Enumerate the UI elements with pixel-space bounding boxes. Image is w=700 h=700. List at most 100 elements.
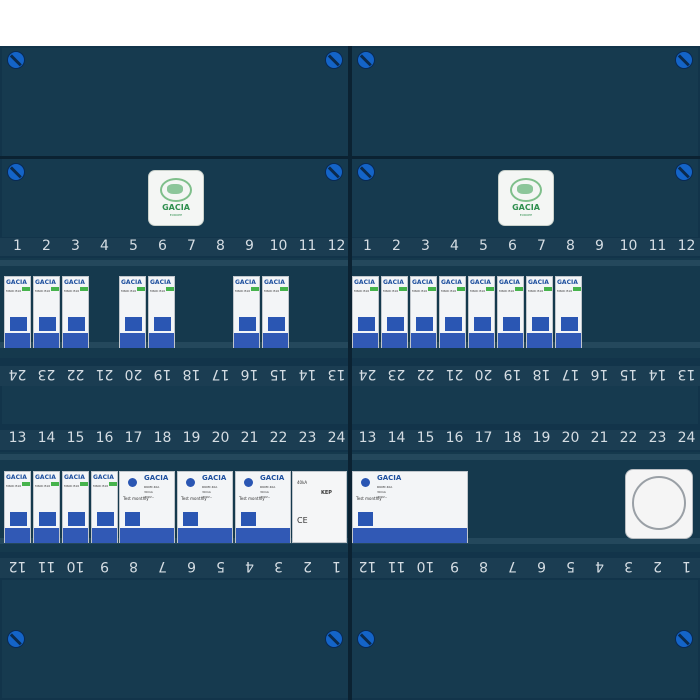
cover-bottom-right — [352, 580, 698, 698]
test-button[interactable] — [244, 478, 253, 487]
test-label: Test monthly — [239, 496, 265, 501]
test-button[interactable] — [361, 478, 370, 487]
position-number: 14 — [298, 366, 317, 382]
breaker-lever[interactable] — [239, 317, 256, 331]
breaker-indicator — [486, 287, 494, 291]
breaker-lever[interactable] — [241, 512, 256, 526]
screw-icon — [675, 163, 693, 181]
breaker-lever[interactable] — [561, 317, 578, 331]
breaker-base — [120, 333, 145, 348]
breaker-indicator — [544, 287, 552, 291]
position-number: 18 — [503, 430, 522, 446]
position-number: 1 — [332, 558, 341, 574]
breaker-lever[interactable] — [68, 512, 85, 526]
breaker-lever[interactable] — [154, 317, 171, 331]
breaker-indicator — [370, 287, 378, 291]
position-number: 1 — [682, 558, 691, 574]
screw-icon — [325, 163, 343, 181]
position-number: 5 — [129, 238, 138, 254]
breaker-lever[interactable] — [97, 512, 114, 526]
breaker-model: M60K B16 — [6, 289, 22, 293]
outlet-ring — [632, 476, 686, 530]
position-number: 13 — [327, 366, 346, 382]
breaker-lever[interactable] — [474, 317, 491, 331]
breaker-lever[interactable] — [10, 317, 27, 331]
power-outlet[interactable] — [625, 469, 693, 539]
position-number: 23 — [298, 430, 317, 446]
breaker-brand: GACIA — [499, 279, 520, 286]
position-number: 23 — [37, 366, 56, 382]
breaker-brand: GACIA — [121, 279, 142, 286]
breaker-lever[interactable] — [183, 512, 198, 526]
position-number: 13 — [358, 430, 377, 446]
breaker-base — [34, 333, 59, 348]
position-number: 9 — [595, 238, 604, 254]
position-number: 6 — [537, 558, 546, 574]
breaker-lever[interactable] — [10, 512, 27, 526]
test-button[interactable] — [128, 478, 137, 487]
breaker-base — [527, 333, 552, 348]
breaker-base — [234, 333, 259, 348]
breaker-lever[interactable] — [358, 317, 375, 331]
breaker-lever[interactable] — [125, 317, 142, 331]
breaker-lever[interactable] — [532, 317, 549, 331]
breaker-indicator — [280, 287, 288, 291]
test-button[interactable] — [186, 478, 195, 487]
breaker-lever[interactable] — [125, 512, 140, 526]
position-number: 16 — [590, 366, 609, 382]
breaker-brand: GACIA — [557, 279, 578, 286]
breaker-lever[interactable] — [416, 317, 433, 331]
position-number: 18 — [153, 430, 172, 446]
breaker-lever[interactable] — [39, 512, 56, 526]
breaker-base — [5, 333, 30, 348]
position-number: 23 — [648, 430, 667, 446]
position-number: 7 — [537, 238, 546, 254]
breaker-lever[interactable] — [503, 317, 520, 331]
logo-brand-text: GACIA — [162, 203, 190, 212]
position-number: 8 — [566, 238, 575, 254]
breaker-lever[interactable] — [358, 512, 373, 526]
breaker-lever[interactable] — [268, 317, 285, 331]
position-number: 14 — [387, 430, 406, 446]
position-number: 8 — [216, 238, 225, 254]
position-number: 17 — [124, 430, 143, 446]
breaker-base — [5, 528, 30, 543]
screw-icon — [325, 630, 343, 648]
position-number: 22 — [619, 430, 638, 446]
breaker-brand: GACIA — [144, 474, 169, 482]
position-number: 19 — [532, 430, 551, 446]
breaker-lever[interactable] — [387, 317, 404, 331]
position-number: 12 — [8, 558, 27, 574]
position-number: 12 — [327, 238, 346, 254]
breaker-lever[interactable] — [68, 317, 85, 331]
breaker-lever[interactable] — [445, 317, 462, 331]
position-number: 4 — [100, 238, 109, 254]
breaker-lever[interactable] — [39, 317, 56, 331]
